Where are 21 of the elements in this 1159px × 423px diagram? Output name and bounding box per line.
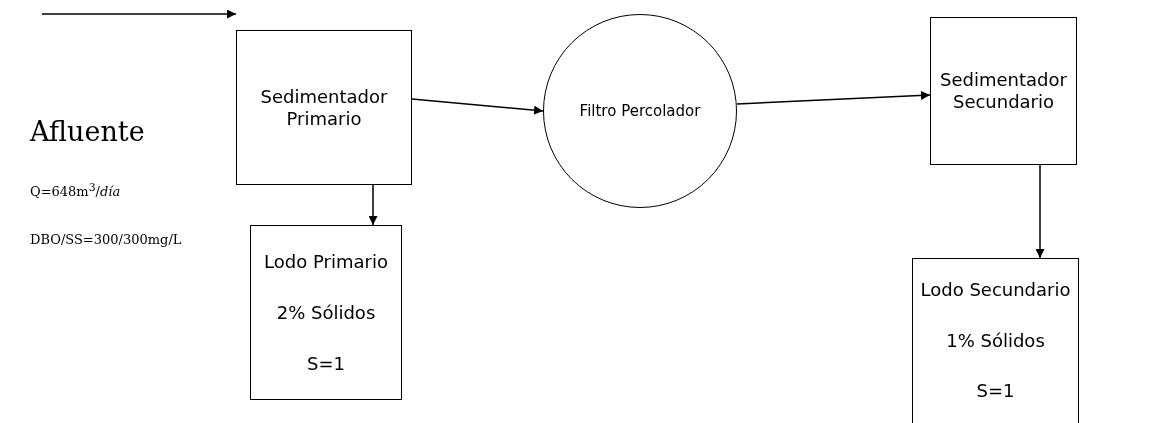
process-box: [250, 225, 402, 400]
node-text: S=1: [307, 352, 345, 375]
process-box: [912, 258, 1079, 423]
flow-label: Q=648m$^{3}$/día: [30, 181, 121, 200]
node-text: Sedimentador Primario: [259, 85, 389, 130]
node-text: 1% Sólidos: [946, 329, 1045, 352]
arrow: [41, 9, 237, 19]
node-text: S=1: [976, 380, 1015, 402]
node-text: Filtro Percolador: [579, 102, 701, 120]
flow-label: DBO/SS=300/300mg/L: [30, 232, 182, 247]
node-text: 2% Sólidos: [276, 301, 376, 324]
node-text: Lodo Primario: [264, 250, 388, 273]
arrow: [1035, 164, 1045, 259]
node-text: Sedimentador Secundario: [939, 69, 1068, 113]
node-text: Lodo Secundario: [920, 279, 1071, 301]
process-box: [236, 30, 412, 185]
process-box: [930, 17, 1077, 165]
arrow: [736, 90, 931, 105]
arrow: [411, 98, 544, 115]
flow-label: Afluente: [30, 116, 145, 147]
arrow: [368, 184, 378, 226]
